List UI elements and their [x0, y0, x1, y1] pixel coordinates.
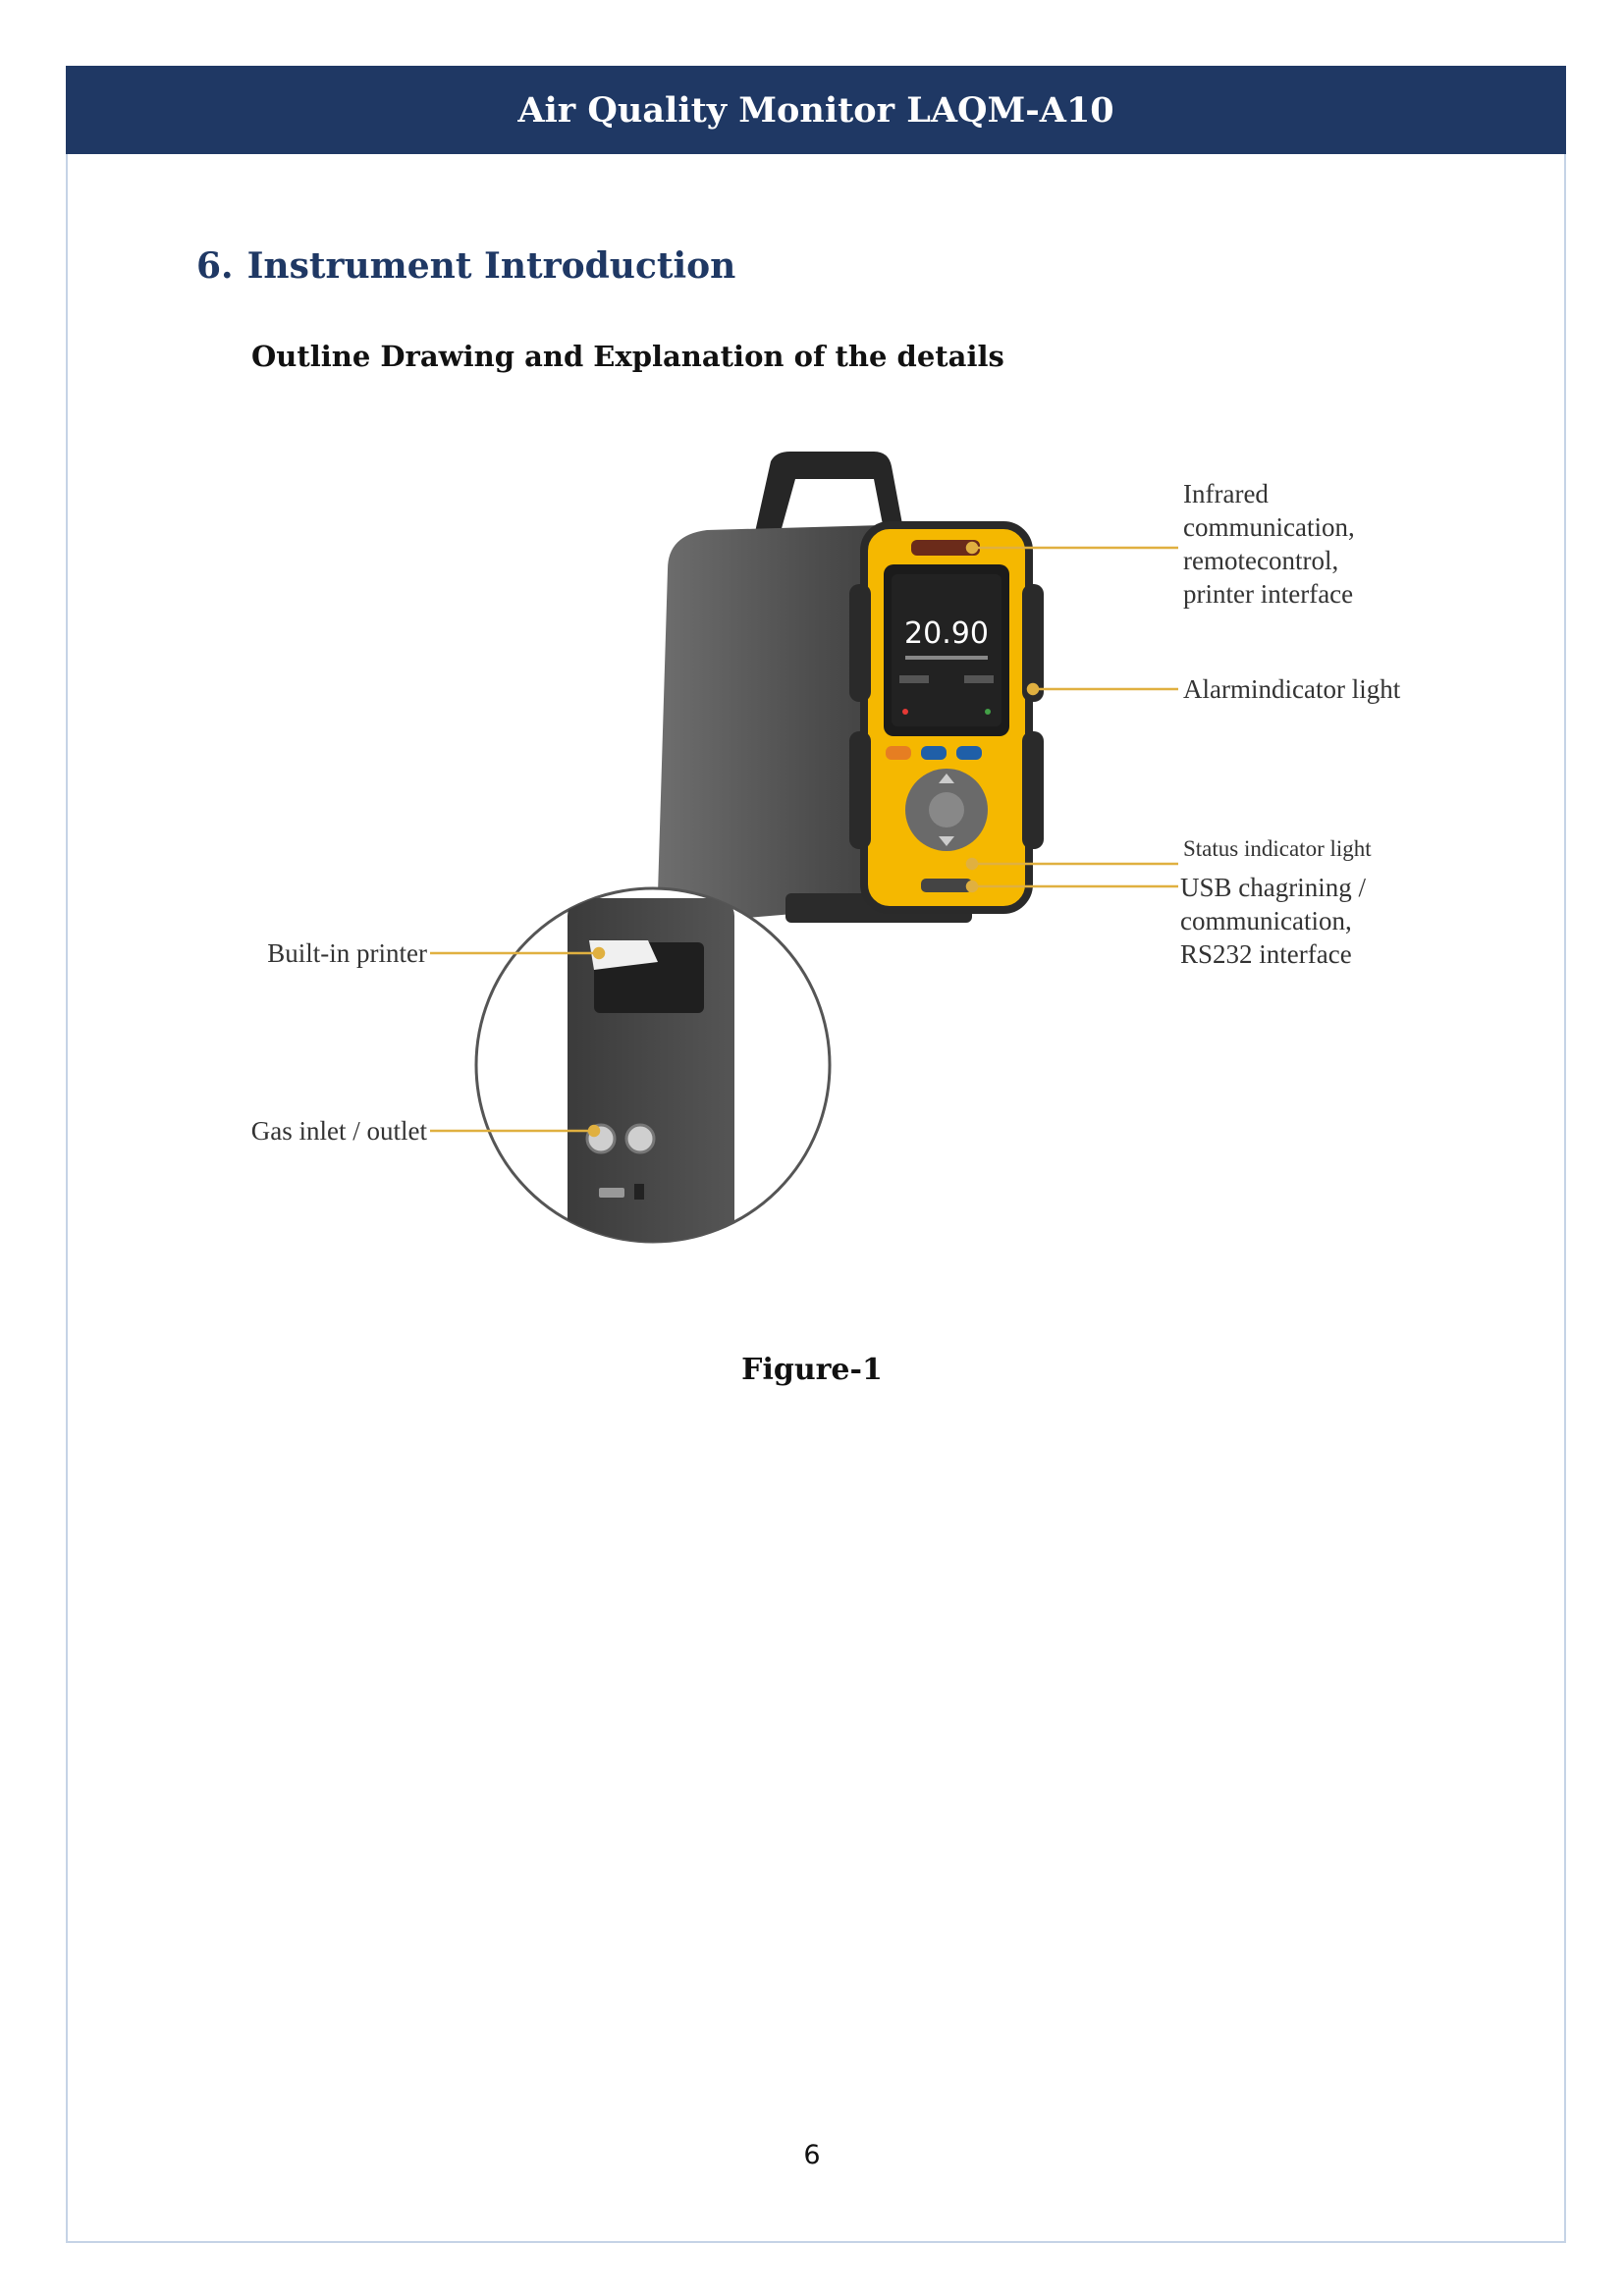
- callout-gas: Gas inlet / outlet: [251, 1116, 428, 1146]
- printer-paper: [589, 940, 658, 970]
- subtitle: Outline Drawing and Explanation of the d…: [251, 340, 1004, 373]
- instrument-figure: 20.90 Infrared communication, remotecont…: [251, 452, 1401, 1244]
- section-title: Instrument Introduction: [246, 245, 736, 287]
- header-bar: Air Quality Monitor LAQM-A10: [66, 66, 1566, 154]
- figure-caption: Figure-1: [741, 1353, 883, 1387]
- screen-reading: 20.90: [904, 616, 989, 651]
- section-heading: 6. Instrument Introduction: [196, 245, 735, 287]
- function-button: [886, 746, 911, 760]
- callout-usb: USB chagrining / communication, RS232 in…: [1180, 873, 1373, 969]
- callout-usb-line-1: USB chagrining /: [1180, 873, 1366, 902]
- callout-printer: Built-in printer: [267, 938, 427, 968]
- ir-window: [911, 540, 980, 556]
- rs232-port: [599, 1188, 624, 1198]
- handle: [751, 452, 905, 550]
- callout-infrared-line-4: printer interface: [1183, 579, 1353, 609]
- gas-outlet: [624, 1123, 656, 1154]
- page-number: 6: [803, 2140, 821, 2170]
- callout-infrared: Infrared communication, remotecontrol, p…: [1183, 479, 1361, 609]
- menu-button: [921, 746, 947, 760]
- header-title: Air Quality Monitor LAQM-A10: [517, 89, 1114, 131]
- usb-port: [921, 879, 972, 892]
- callout-infrared-line-1: Infrared: [1183, 479, 1269, 508]
- callout-usb-line-3: RS232 interface: [1180, 939, 1352, 969]
- screen: [892, 574, 1001, 726]
- callout-alarm-light: Alarmindicator light: [1183, 674, 1401, 704]
- callout-status-light: Status indicator light: [1183, 836, 1372, 861]
- back-button: [956, 746, 982, 760]
- callout-infrared-line-2: communication,: [1183, 512, 1355, 542]
- callout-usb-line-2: communication,: [1180, 906, 1352, 935]
- callout-infrared-line-3: remotecontrol,: [1183, 546, 1338, 575]
- section-number: 6.: [196, 245, 234, 287]
